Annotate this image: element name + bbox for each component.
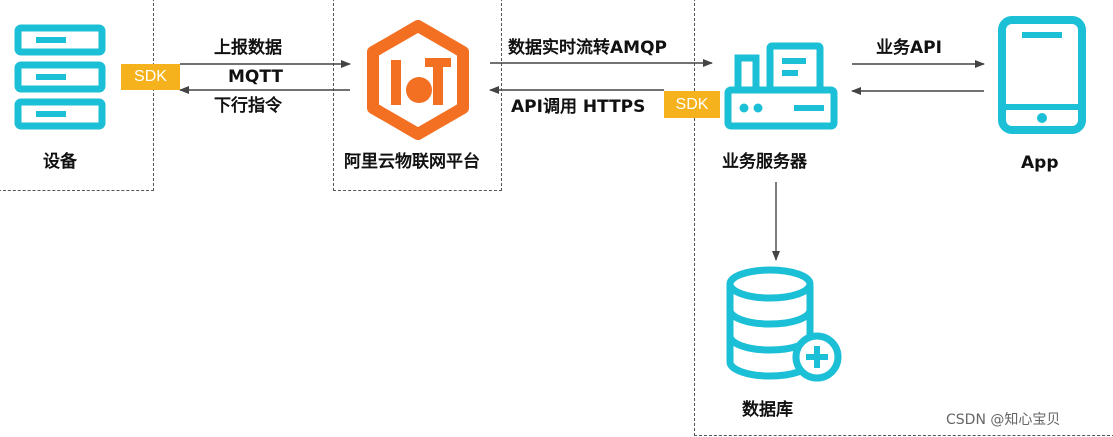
edge-label-business-api: 业务API [876, 38, 942, 58]
edge-label-report: 上报数据 [214, 38, 282, 58]
node-label-server: 业务服务器 [722, 152, 807, 172]
edge-label-amqp: 数据实时流转AMQP [508, 38, 667, 58]
mobile-phone-icon [998, 16, 1086, 134]
node-label-platform: 阿里云物联网平台 [344, 152, 480, 172]
iot-platform-icon [367, 20, 469, 140]
business-server-icon [724, 42, 838, 130]
server-sdk-tag: SDK [664, 91, 720, 118]
device-box [0, 0, 154, 191]
device-sdk-tag: SDK [121, 64, 180, 90]
node-label-device: 设备 [43, 152, 77, 172]
edge-label-api-https: API调用 HTTPS [511, 97, 646, 117]
edge-label-command: 下行指令 [214, 96, 282, 116]
edge-label-mqtt: MQTT [228, 67, 283, 87]
platform-box [333, 0, 502, 191]
device-server-icon [14, 24, 106, 130]
watermark: CSDN @知心宝贝 [946, 412, 1061, 428]
node-label-database: 数据库 [742, 400, 793, 420]
server-box [694, 0, 1113, 436]
database-icon [726, 266, 842, 382]
node-label-app: App [1021, 153, 1059, 173]
